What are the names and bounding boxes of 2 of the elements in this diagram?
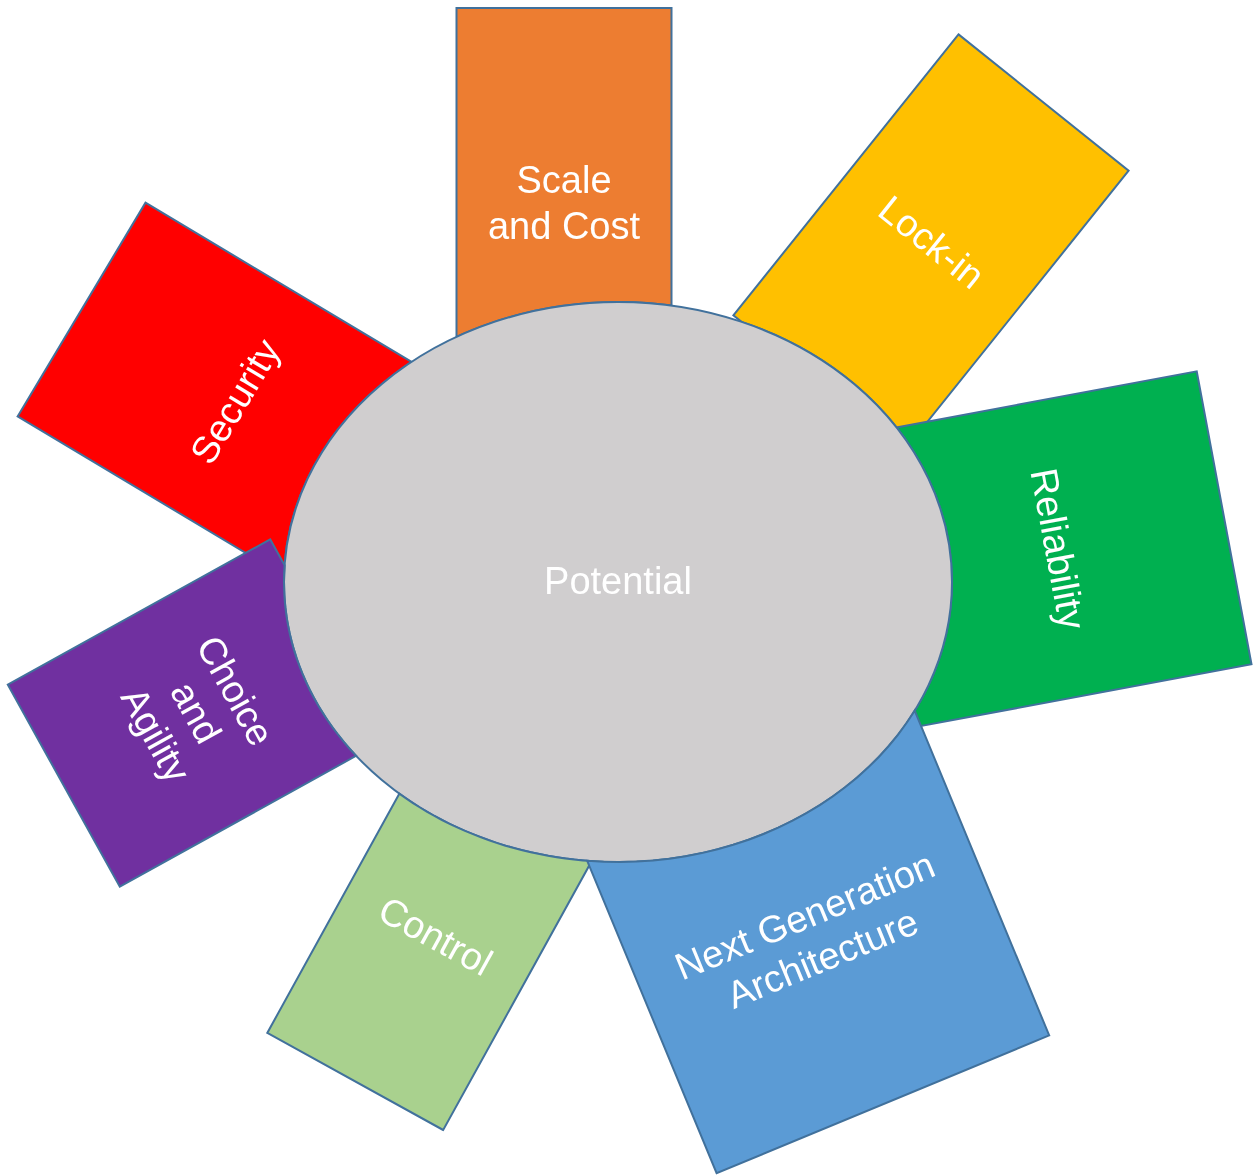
category-label: Scale and Cost (486, 158, 642, 249)
category-label: Reliability (1021, 464, 1095, 634)
